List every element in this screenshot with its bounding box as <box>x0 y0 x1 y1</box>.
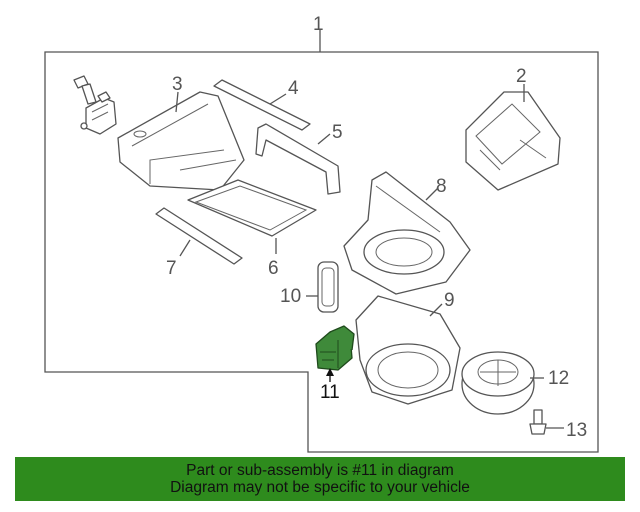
part-6-filter <box>187 179 317 237</box>
part-10-gasket <box>317 261 339 313</box>
info-banner: Part or sub-assembly is #11 in diagram D… <box>15 457 625 501</box>
part-actuator <box>80 91 117 135</box>
callout-12: 12 <box>548 368 569 389</box>
part-12-blower-motor <box>461 351 535 415</box>
callout-3: 3 <box>172 74 183 95</box>
callout-6: 6 <box>268 258 279 279</box>
callout-13: 13 <box>566 420 587 441</box>
callout-8: 8 <box>436 176 447 197</box>
callout-4: 4 <box>288 78 299 99</box>
banner-line-1: Part or sub-assembly is #11 in diagram <box>186 462 454 479</box>
part-screw <box>73 75 97 105</box>
part-7-seal <box>155 207 243 265</box>
callout-5: 5 <box>332 122 343 143</box>
part-13-bolt <box>529 409 547 435</box>
part-5-frame <box>255 123 341 195</box>
parts-diagram: 1 3 4 5 6 7 <box>44 14 599 453</box>
part-4-seal <box>213 79 311 131</box>
part-11-highlighted <box>315 325 355 371</box>
part-2-case <box>465 91 561 191</box>
part-8-housing <box>343 171 471 295</box>
callout-1: 1 <box>313 14 324 35</box>
callout-9: 9 <box>444 290 455 311</box>
callout-11: 11 <box>320 382 340 403</box>
callout-10: 10 <box>280 286 301 307</box>
assembly-outline <box>44 51 599 453</box>
part-3-duct <box>117 91 245 191</box>
banner-line-2: Diagram may not be specific to your vehi… <box>170 479 470 496</box>
part-9-lower-housing <box>355 295 461 405</box>
callout-7: 7 <box>166 258 177 279</box>
callout-2: 2 <box>516 66 527 87</box>
